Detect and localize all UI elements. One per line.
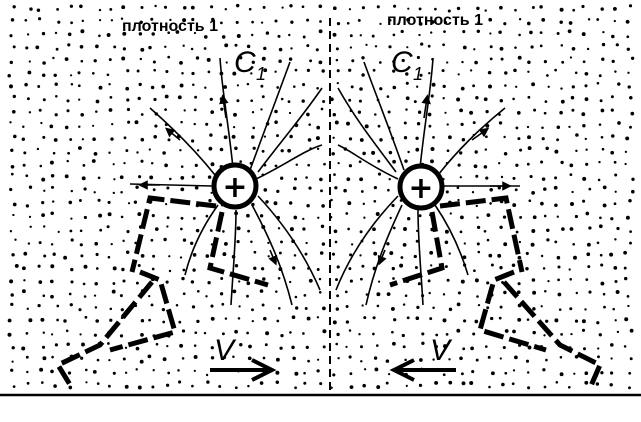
left-velocity: V	[210, 334, 277, 382]
left-figure	[54, 195, 269, 390]
left-symbol: C	[234, 46, 256, 79]
right-velocity: V	[389, 334, 456, 382]
right-charge-sign: +	[408, 171, 433, 206]
right-symbol: C	[391, 46, 413, 79]
left-symbol-sub: 1	[256, 64, 266, 84]
right-charge: +	[397, 163, 445, 211]
right-symbol-sub: 1	[413, 64, 423, 84]
right-density-label: плотность 1	[387, 12, 483, 29]
right-figure	[389, 195, 604, 389]
left-field-lines	[129, 57, 323, 306]
left-charge: +	[211, 162, 259, 210]
density-dots	[7, 3, 635, 390]
left-charge-sign: +	[222, 170, 247, 205]
right-velocity-label: V	[430, 334, 453, 367]
right-field-lines	[335, 57, 520, 306]
left-velocity-label: V	[214, 334, 237, 367]
left-density-label: плотность 1	[122, 18, 218, 35]
